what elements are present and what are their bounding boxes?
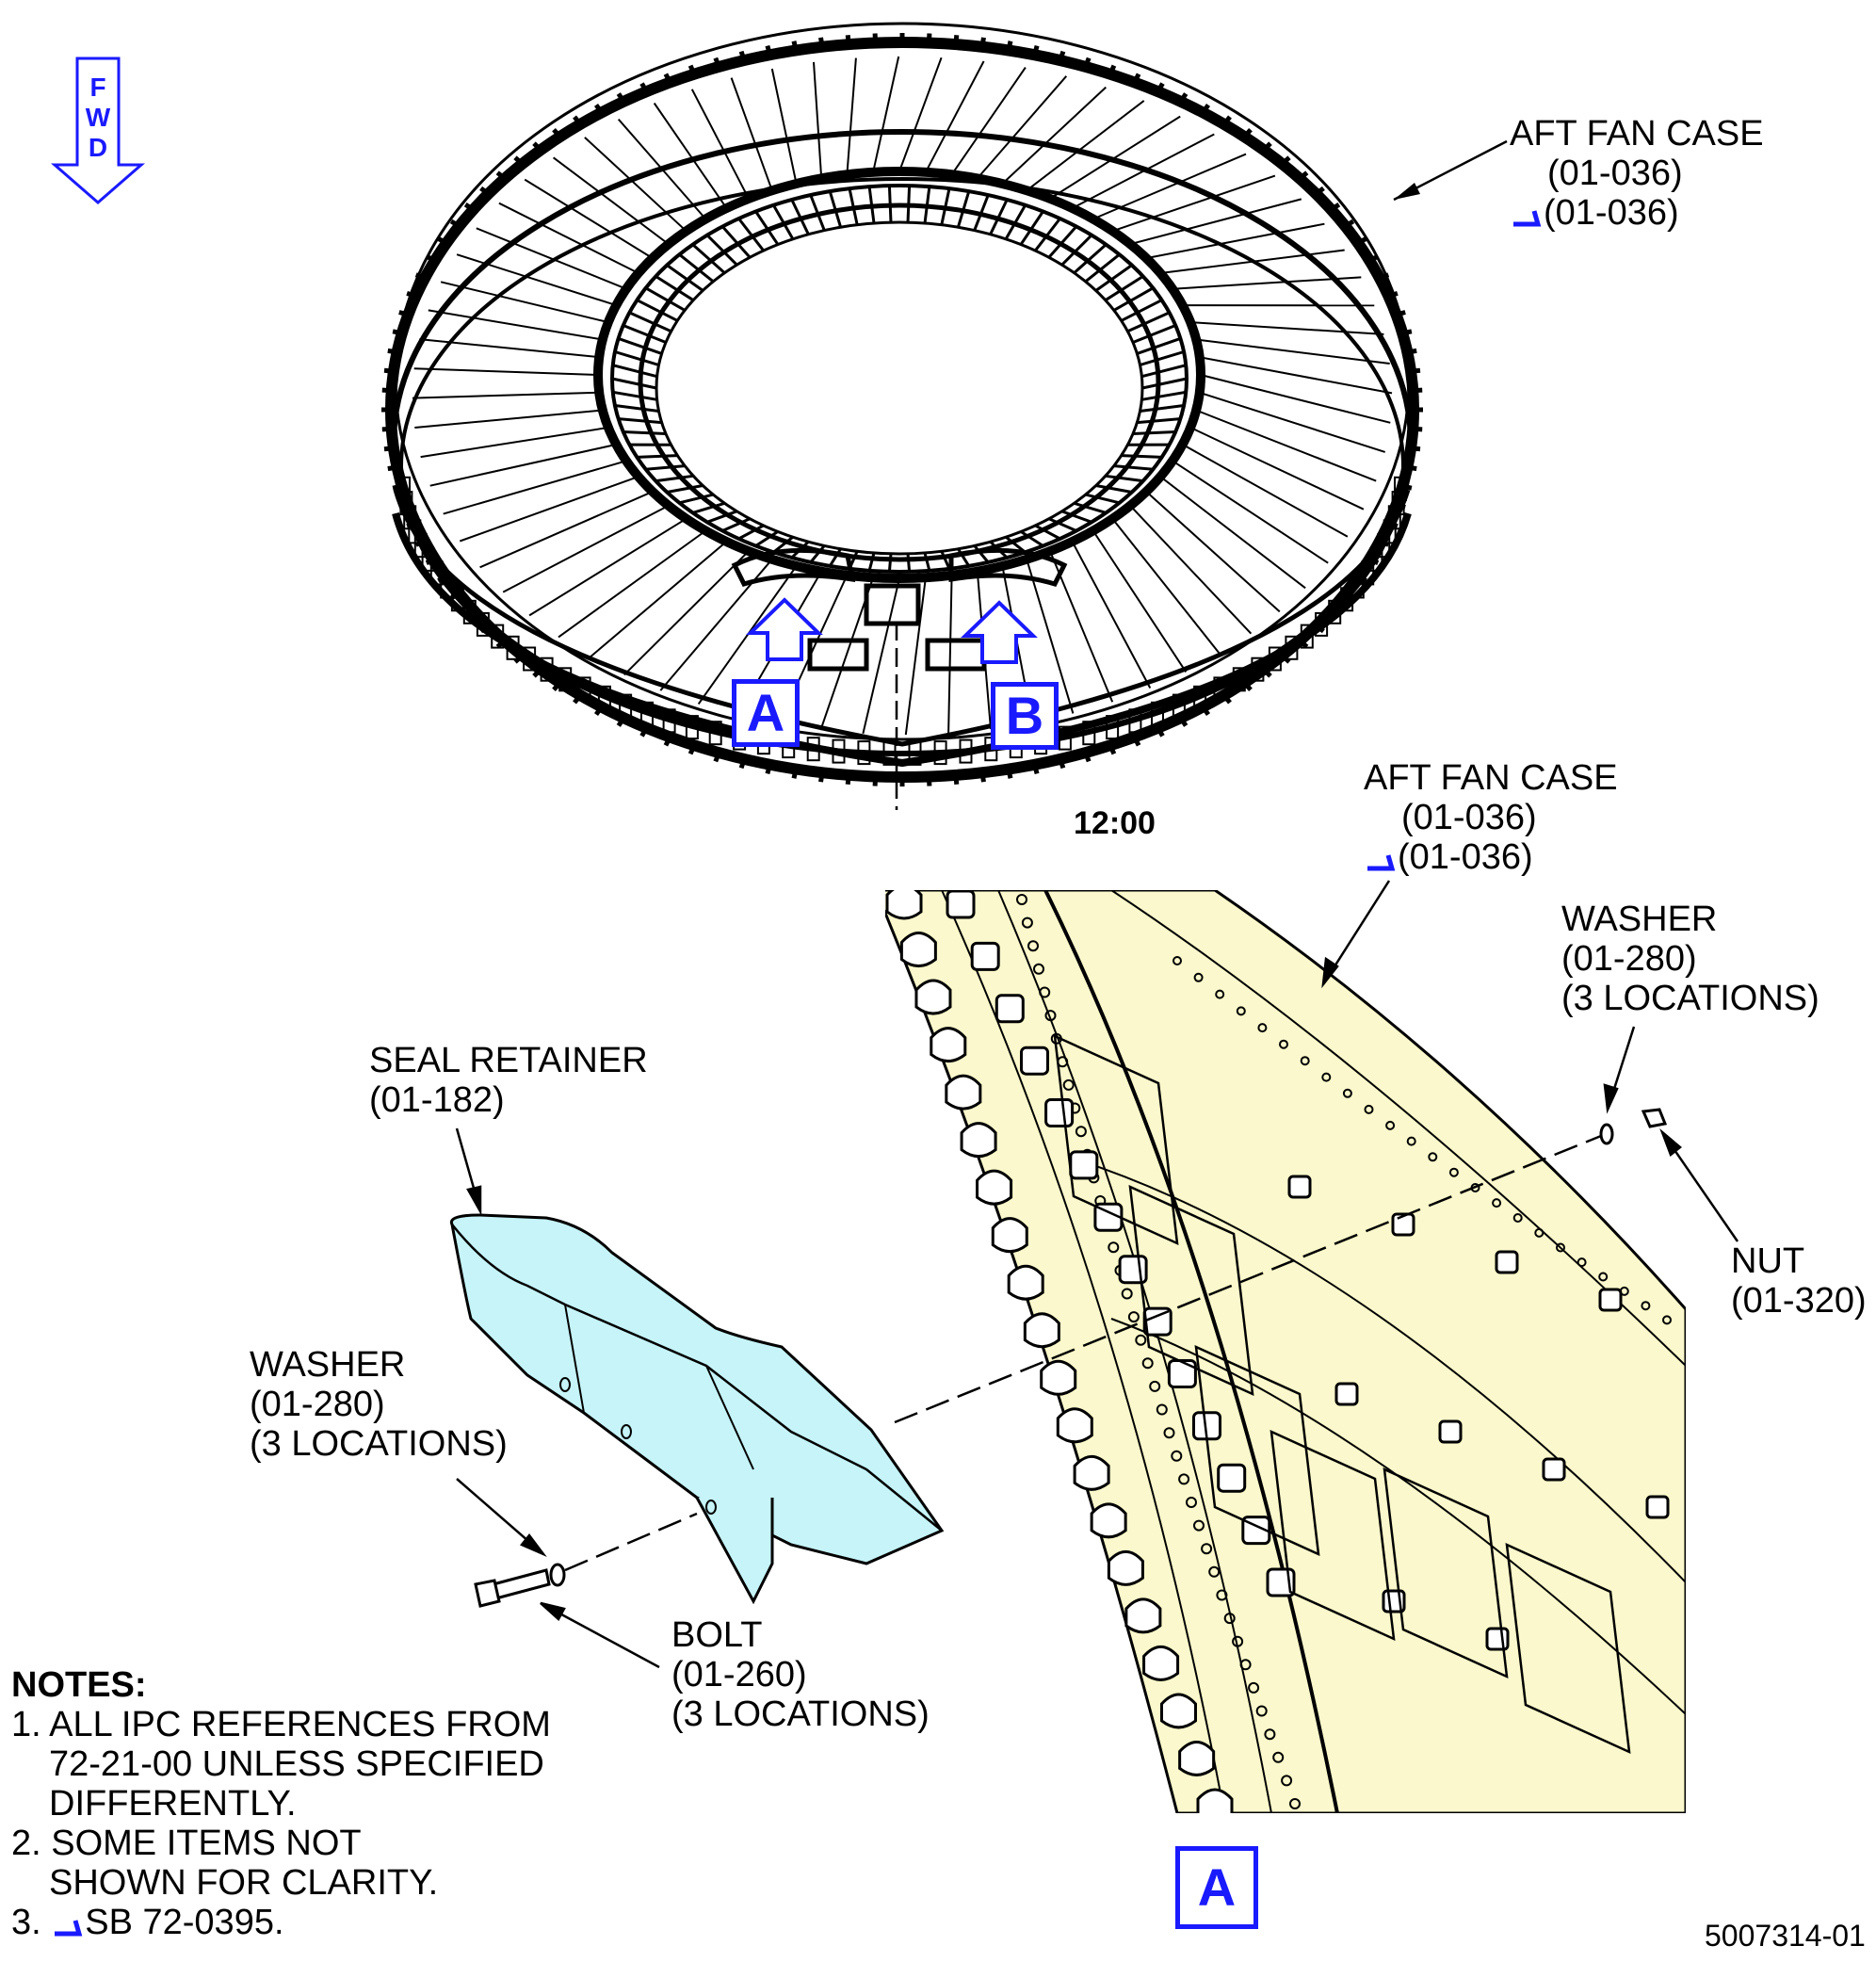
callout-name: NUT <box>1731 1241 1805 1281</box>
callout-name: AFT FAN CASE <box>1510 114 1764 154</box>
view-b-label-top: B <box>991 682 1059 750</box>
callout-ref-flagged-text: (01-036) <box>1544 193 1679 233</box>
note-3-text: SB 72-0395. <box>85 1903 284 1942</box>
callout-ref: (01-182) <box>369 1080 505 1120</box>
callout-qty: (3 LOCATIONS) <box>671 1694 930 1734</box>
callout-ref-flagged: (01-036) <box>1364 837 1618 877</box>
callout-ref-flagged-text: (01-036) <box>1398 837 1533 877</box>
washer-left-part <box>549 1563 566 1587</box>
washer-right-part <box>1599 1123 1614 1145</box>
revision-flag-icon <box>1367 854 1396 871</box>
note-2-line-1: 2. SOME ITEMS NOT <box>11 1824 362 1863</box>
note-1-line-3: DIFFERENTLY. <box>49 1784 297 1824</box>
inner-ring-details <box>611 186 1188 573</box>
callout-ref: (01-320) <box>1731 1281 1867 1321</box>
callout-seal-retainer: SEAL RETAINER (01-182) <box>369 1041 648 1120</box>
callout-ref: (01-260) <box>671 1655 807 1694</box>
note-3-prefix: 3. <box>11 1903 52 1942</box>
notes-title: NOTES: <box>11 1665 147 1705</box>
callout-ref-flagged: (01-036) <box>1510 193 1764 233</box>
callout-bolt: BOLT (01-260) (3 LOCATIONS) <box>671 1615 930 1734</box>
stator-vanes <box>412 56 1393 736</box>
rim-flange-teeth <box>381 33 1423 786</box>
revision-flag-icon <box>1513 210 1542 227</box>
seal-retainer-part <box>449 1213 945 1605</box>
callout-qty: (3 LOCATIONS) <box>1561 979 1819 1018</box>
aft-fan-case-detail <box>885 890 1686 1813</box>
bolt-part <box>474 1568 551 1608</box>
callout-aft-fan-case-top: AFT FAN CASE (01-036) (01-036) <box>1510 114 1764 233</box>
callout-qty: (3 LOCATIONS) <box>250 1424 508 1464</box>
callout-ref: (01-280) <box>1561 939 1697 979</box>
fwd-letter-w: W <box>85 103 111 132</box>
note-1-line-2: 72-21-00 UNLESS SPECIFIED <box>49 1744 544 1784</box>
callout-ref: (01-036) <box>1401 798 1537 837</box>
callout-ref: (01-280) <box>250 1385 385 1424</box>
callout-name: AFT FAN CASE <box>1364 758 1618 798</box>
view-a-arrow-icon <box>746 597 823 661</box>
notes-block: NOTES: 1. ALL IPC REFERENCES FROM 72-21-… <box>11 1665 551 1942</box>
nut-part <box>1641 1108 1668 1128</box>
view-a-label-detail: A <box>1175 1846 1258 1929</box>
revision-flag-icon <box>55 1920 83 1937</box>
callout-ref: (01-036) <box>1547 154 1683 193</box>
callout-washer-right: WASHER (01-280) (3 LOCATIONS) <box>1561 900 1819 1018</box>
fwd-letter-f: F <box>89 73 106 102</box>
callout-nut: NUT (01-320) <box>1731 1241 1867 1321</box>
callout-name: SEAL RETAINER <box>369 1041 648 1080</box>
note-3: 3. SB 72-0395. <box>11 1903 551 1942</box>
figure-number: 5007314-01 <box>1705 1919 1866 1953</box>
callout-name: WASHER <box>250 1345 406 1385</box>
note-2-line-2: SHOWN FOR CLARITY. <box>49 1863 439 1903</box>
note-1-line-1: 1. ALL IPC REFERENCES FROM <box>11 1705 551 1744</box>
view-b-arrow-icon <box>961 600 1038 664</box>
fwd-arrow-icon <box>50 57 146 204</box>
callout-washer-left: WASHER (01-280) (3 LOCATIONS) <box>250 1345 508 1464</box>
view-a-label-top: A <box>732 679 800 747</box>
fwd-letter-d: D <box>88 133 108 162</box>
clock-position-label: 12:00 <box>1074 805 1156 841</box>
callout-name: WASHER <box>1561 900 1718 939</box>
callout-name: BOLT <box>671 1615 763 1655</box>
callout-aft-fan-case-detail: AFT FAN CASE (01-036) (01-036) <box>1364 758 1618 877</box>
